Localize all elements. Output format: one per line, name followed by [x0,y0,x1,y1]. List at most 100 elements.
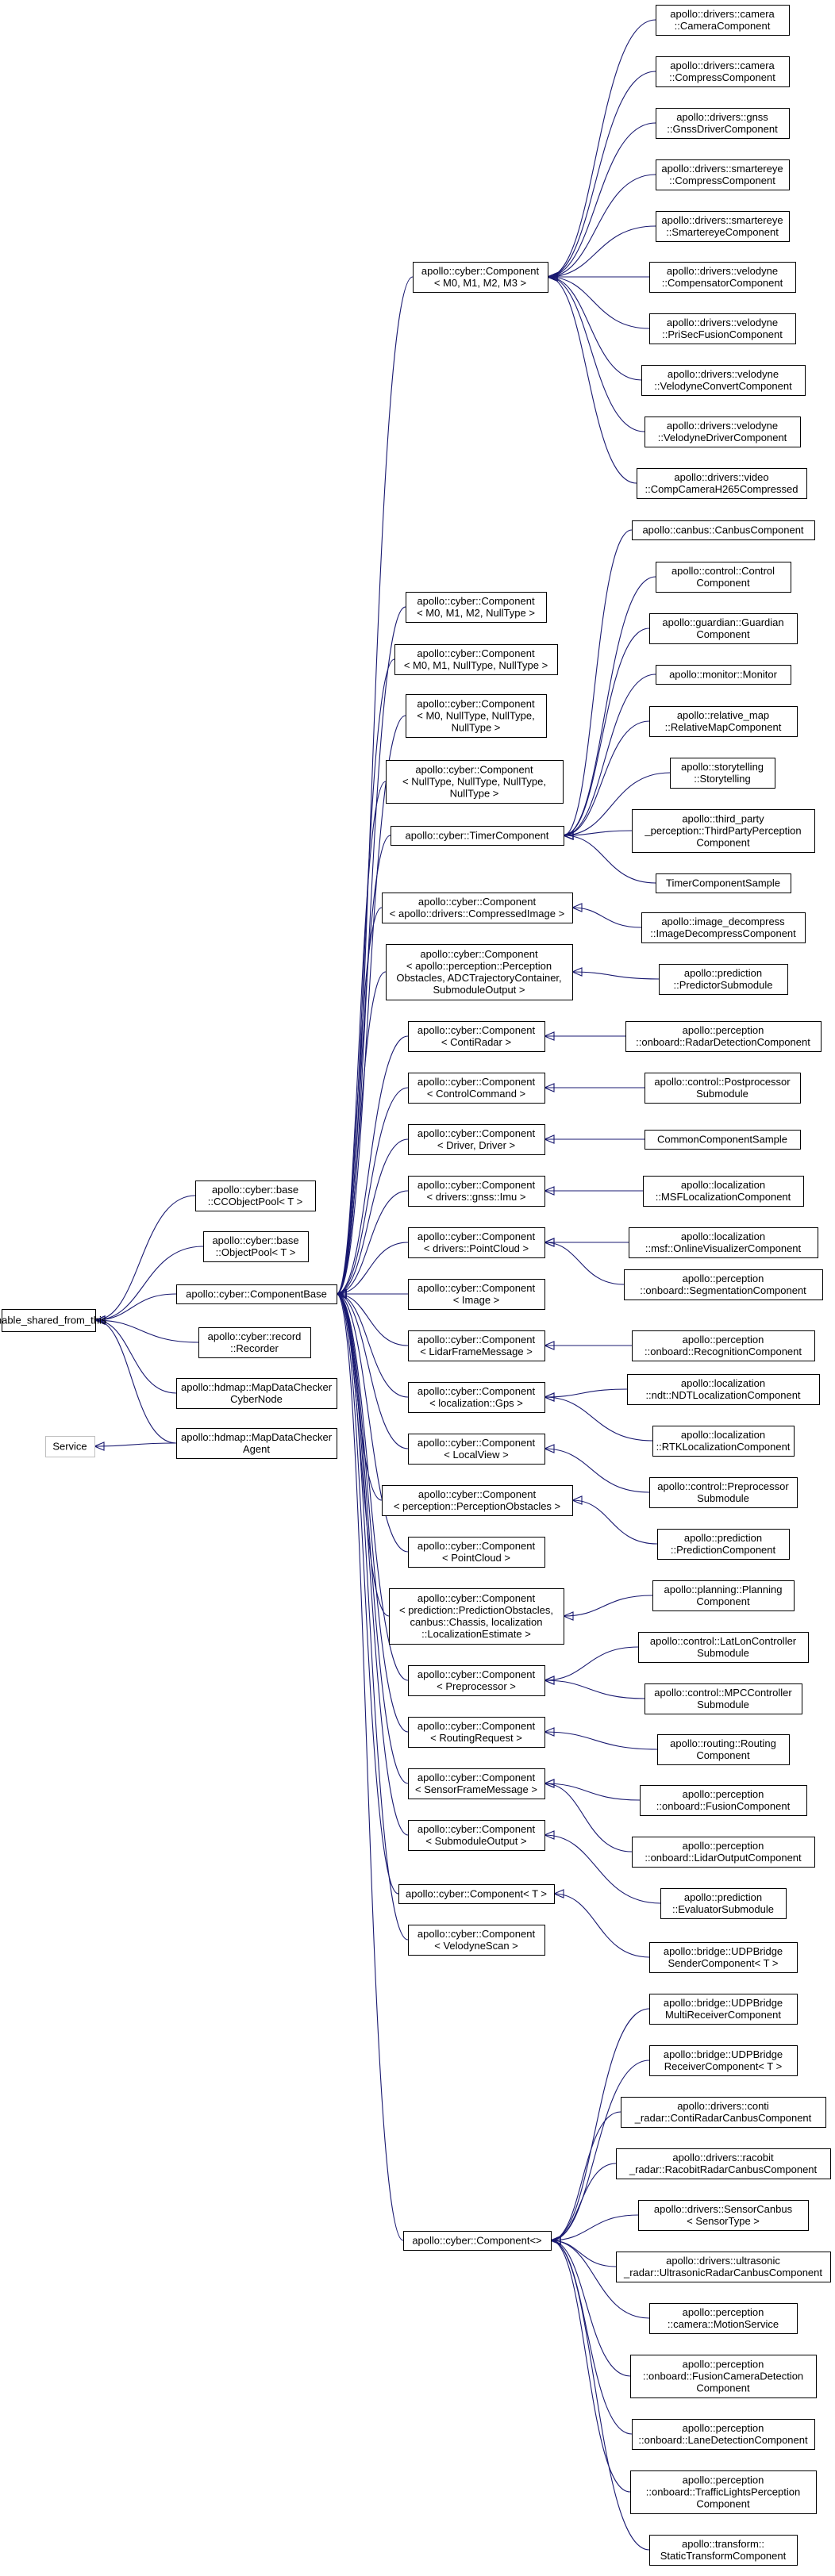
class-node-velo-convert[interactable]: apollo::drivers::velodyne::VelodyneConve… [641,365,806,396]
class-node-msf-localization[interactable]: apollo::localization::MSFLocalizationCom… [643,1176,804,1207]
class-node-comp-gps[interactable]: apollo::cyber::Component< localization::… [408,1382,545,1413]
class-node-comp-m0m1m2-null[interactable]: apollo::cyber::Component< M0, M1, M2, Nu… [406,592,547,623]
class-node-udp-receiver[interactable]: apollo::bridge::UDPBridgeReceiverCompone… [649,2045,798,2076]
class-node-comp-imu[interactable]: apollo::cyber::Component< drivers::gnss:… [408,1176,545,1207]
class-node-comp-controlcommand[interactable]: apollo::cyber::Component< ControlCommand… [408,1073,545,1104]
class-node-online-visualizer[interactable]: apollo::localization::msf::OnlineVisuali… [629,1227,818,1258]
class-node-comp-sensorframe[interactable]: apollo::cyber::Component< SensorFrameMes… [408,1768,545,1799]
class-node-monitor[interactable]: apollo::monitor::Monitor [656,665,791,685]
class-node-ccobjectpool[interactable]: apollo::cyber::base::CCObjectPool< T > [195,1181,316,1211]
class-node-fusion-comp[interactable]: apollo::perception::onboard::FusionCompo… [640,1785,807,1816]
class-node-compresscomponent[interactable]: apollo::drivers::camera::CompressCompone… [656,56,790,87]
class-node-rtk-localization[interactable]: apollo::localization::RTKLocalizationCom… [652,1426,795,1457]
class-node-box [406,694,547,738]
class-node-box [408,1227,545,1258]
class-node-box [195,1181,316,1211]
class-node-label: < LidarFrameMessage > [420,1346,533,1357]
class-node-evaluator-sub[interactable]: apollo::prediction::EvaluatorSubmodule [660,1888,787,1919]
class-node-storytelling[interactable]: apollo::storytelling::Storytelling [670,758,775,789]
class-node-canbus[interactable]: apollo::canbus::CanbusComponent [632,520,815,540]
class-node-comp-pointcloud[interactable]: apollo::cyber::Component< PointCloud > [408,1537,545,1568]
class-node-objectpool[interactable]: apollo::cyber::base::ObjectPool< T > [203,1231,309,1262]
class-node-timercomponent[interactable]: apollo::cyber::TimerComponent [391,826,564,846]
class-node-comp-velodynescan[interactable]: apollo::cyber::Component< VelodyneScan > [408,1925,545,1956]
class-node-latlon[interactable]: apollo::control::LatLonControllerSubmodu… [638,1632,809,1663]
class-node-timersample[interactable]: TimerComponentSample [656,873,791,893]
class-node-comp-m0m1-null-null[interactable]: apollo::cyber::Component< M0, M1, NullTy… [394,644,558,675]
class-node-label: apollo::drivers::smartereye [661,163,783,175]
class-node-comp-compressedimage[interactable]: apollo::cyber::Component< apollo::driver… [382,893,573,923]
class-node-recognition[interactable]: apollo::perception::onboard::Recognition… [632,1330,815,1361]
class-node-comp-perceptionobstacles[interactable]: apollo::cyber::Component< perception::Pe… [382,1485,573,1516]
class-node-lane-detection[interactable]: apollo::perception::onboard::LaneDetecti… [632,2419,815,2450]
class-node-predictor-submodule[interactable]: apollo::prediction::PredictorSubmodule [659,964,788,995]
class-node-comp-driver[interactable]: apollo::cyber::Component< Driver, Driver… [408,1124,545,1155]
class-node-label: < SensorFrameMessage > [415,1783,537,1795]
class-node-comp-pointcloud-drivers[interactable]: apollo::cyber::Component< drivers::Point… [408,1227,545,1258]
class-node-comp-submoduleoutput[interactable]: apollo::cyber::Component< SubmoduleOutpu… [408,1820,545,1851]
class-node-box [386,944,573,1000]
class-node-video-h265[interactable]: apollo::drivers::video::CompCameraH265Co… [637,468,807,499]
class-node-smarteye-compress[interactable]: apollo::drivers::smartereye::CompressCom… [656,159,790,190]
class-node-motion-service[interactable]: apollo::perception::camera::MotionServic… [649,2303,798,2334]
class-node-traffic-lights[interactable]: apollo::perception::onboard::TrafficLigh… [630,2470,817,2514]
class-node-comp-perception-submodule[interactable]: apollo::cyber::Component< apollo::percep… [386,944,573,1000]
class-node-ndt-localization[interactable]: apollo::localization::ndt::NDTLocalizati… [627,1374,820,1405]
class-node-lidar-output[interactable]: apollo::perception::onboard::LidarOutput… [632,1837,815,1868]
class-node-recorder[interactable]: apollo::cyber::record::Recorder [198,1327,311,1358]
class-node-segmentation[interactable]: apollo::perception::onboard::Segmentatio… [624,1269,823,1300]
class-node-udp-multi[interactable]: apollo::bridge::UDPBridgeMultiReceiverCo… [649,1994,798,2025]
class-node-cameracomponent[interactable]: apollo::drivers::camera::CameraComponent [656,5,790,36]
class-node-common-sample[interactable]: CommonComponentSample [645,1130,801,1150]
class-node-label: Component [696,577,750,589]
inheritance-edge [551,2008,650,2240]
class-node-enable-shared[interactable]: enable_shared_from_this [0,1309,107,1332]
class-node-ultrasonic-canbus[interactable]: apollo::drivers::ultrasonic_radar::Ultra… [616,2252,831,2282]
class-node-box [408,1073,545,1104]
class-node-static-transform[interactable]: apollo::transform::StaticTransformCompon… [649,2535,798,2566]
class-node-thirdparty[interactable]: apollo::third_party_perception::ThirdPar… [632,809,815,853]
class-node-comp-routingrequest[interactable]: apollo::cyber::Component< RoutingRequest… [408,1717,545,1748]
class-node-comp-t[interactable]: apollo::cyber::Component< T > [398,1884,555,1904]
class-node-comp-m0-null3[interactable]: apollo::cyber::Component< M0, NullType, … [406,694,547,738]
class-node-velo-prisec[interactable]: apollo::drivers::velodyne::PriSecFusionC… [649,313,796,344]
class-node-fusion-camera[interactable]: apollo::perception::onboard::FusionCamer… [630,2355,817,2398]
class-node-prediction-comp[interactable]: apollo::prediction::PredictionComponent [657,1529,790,1560]
class-node-comp-prediction-chassis[interactable]: apollo::cyber::Component< prediction::Pr… [389,1588,564,1645]
class-node-componentbase[interactable]: apollo::cyber::ComponentBase [176,1284,337,1304]
class-node-service[interactable]: Service [45,1436,95,1457]
class-node-conti-canbus[interactable]: apollo::drivers::conti_radar::ContiRadar… [621,2097,826,2128]
class-node-velo-driver[interactable]: apollo::drivers::velodyne::VelodyneDrive… [645,417,801,447]
class-node-comp-m0m1m2m3[interactable]: apollo::cyber::Component< M0, M1, M2, M3… [413,262,548,293]
class-node-racobit-canbus[interactable]: apollo::drivers::racobit_radar::RacobitR… [616,2148,831,2179]
class-node-velo-compensator[interactable]: apollo::drivers::velodyne::CompensatorCo… [649,262,796,293]
class-node-comp-null4[interactable]: apollo::cyber::Component< NullType, Null… [386,760,564,804]
class-node-comp-localview[interactable]: apollo::cyber::Component< LocalView > [408,1434,545,1465]
class-node-gnssdriver[interactable]: apollo::drivers::gnss::GnssDriverCompone… [656,108,790,139]
class-node-comp-lidarframe[interactable]: apollo::cyber::Component< LidarFrameMess… [408,1330,545,1361]
class-node-label: apollo::hdmap::MapDataChecker [181,1431,333,1443]
class-node-comp-empty[interactable]: apollo::cyber::Component<> [403,2231,552,2251]
class-node-udp-sender[interactable]: apollo::bridge::UDPBridgeSenderComponent… [649,1942,798,1973]
class-node-comp-image[interactable]: apollo::cyber::Component< Image > [408,1279,545,1310]
class-node-label: enable_shared_from_this [0,1315,107,1326]
class-node-image-decompress[interactable]: apollo::image_decompress::ImageDecompres… [641,912,806,943]
class-node-relative-map[interactable]: apollo::relative_map::RelativeMapCompone… [649,706,798,737]
inheritance-edge [337,1294,399,1895]
class-node-box [45,1436,95,1457]
class-node-comp-contiradar[interactable]: apollo::cyber::Component< ContiRadar > [408,1021,545,1052]
class-node-comp-preprocessor[interactable]: apollo::cyber::Component< Preprocessor > [408,1665,545,1696]
inheritance-edge [572,908,642,928]
class-node-smarteye-comp[interactable]: apollo::drivers::smartereye::SmartereyeC… [656,211,790,242]
class-node-radar-detection[interactable]: apollo::perception::onboard::RadarDetect… [625,1021,822,1052]
class-node-sensor-canbus[interactable]: apollo::drivers::SensorCanbus< SensorTyp… [638,2200,809,2231]
